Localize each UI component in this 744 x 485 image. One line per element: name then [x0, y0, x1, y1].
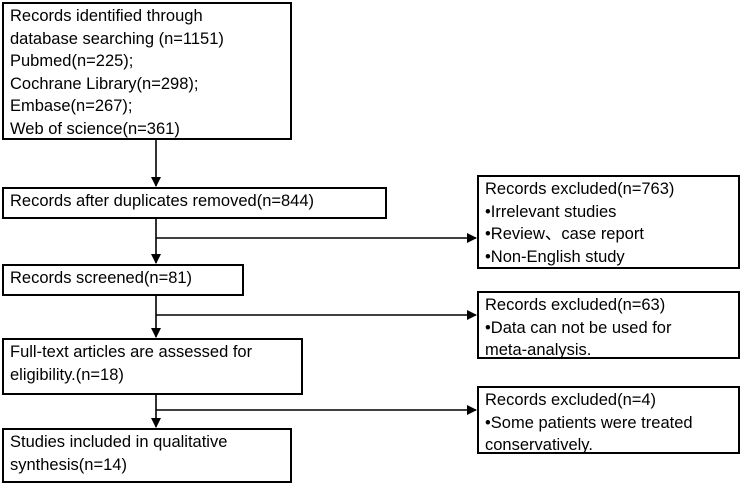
- duplicates-removed-text: Records after duplicates removed(n=844): [10, 192, 315, 210]
- full-text-line: Full-text articles are assessed for: [10, 343, 253, 361]
- identification-line: Pubmed(n=225);: [10, 52, 134, 70]
- exclusion-line: meta-analysis.: [485, 341, 592, 359]
- identification-box: Records identified through database sear…: [2, 2, 292, 140]
- identification-line: Web of science(n=361): [10, 119, 180, 138]
- exclusion-line: conservatively.: [485, 436, 593, 454]
- included-line: Studies included in qualitative: [10, 433, 228, 451]
- included-line: synthesis(n=14): [10, 455, 127, 474]
- duplicates-removed-box: Records after duplicates removed(n=844): [2, 187, 387, 219]
- screened-text: Records screened(n=81): [10, 269, 193, 287]
- exclusion-box-2: Records excluded(n=63) •Data can not be …: [477, 291, 740, 359]
- identification-line: Cochrane Library(n=298);: [10, 74, 199, 93]
- exclusion-line: •Non-English study: [485, 247, 625, 266]
- exclusion-line: •Some patients were treated: [485, 413, 693, 432]
- exclusion-box-3: Records excluded(n=4) •Some patients wer…: [477, 386, 740, 454]
- exclusion-line: Records excluded(n=4): [485, 391, 657, 409]
- included-studies-box: Studies included in qualitative synthesi…: [2, 428, 292, 483]
- identification-line: database searching (n=1151): [10, 29, 224, 48]
- identification-line: Embase(n=267);: [10, 97, 133, 115]
- full-text-assessment-box: Full-text articles are assessed for elig…: [2, 338, 303, 395]
- exclusion-line: Records excluded(n=63): [485, 296, 666, 314]
- screened-box: Records screened(n=81): [2, 264, 244, 296]
- exclusion-line: Records excluded(n=763): [485, 180, 675, 198]
- exclusion-line: •Review、case report: [485, 225, 644, 243]
- exclusion-box-1: Records excluded(n=763) •Irrelevant stud…: [477, 175, 740, 269]
- identification-line: Records identified through: [10, 7, 203, 25]
- full-text-line: eligibility.(n=18): [10, 365, 124, 384]
- exclusion-line: •Data can not be used for: [485, 318, 672, 337]
- exclusion-line: •Irrelevant studies: [485, 202, 617, 221]
